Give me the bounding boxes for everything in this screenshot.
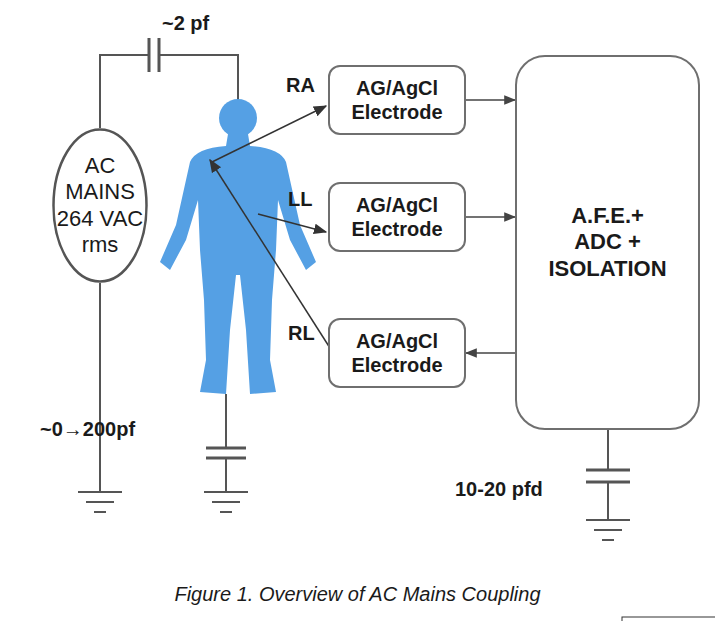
ground-symbol: [586, 520, 630, 540]
signal-arrow: [466, 99, 515, 101]
electrode-box: AG/AgCl Electrode: [328, 65, 466, 135]
human-head: [219, 99, 257, 137]
node-text: A.F.E.+ ADC + ISOLATION: [545, 203, 670, 282]
page-frame: [622, 617, 715, 621]
capacitance-label: ~0→200pf: [40, 418, 135, 441]
ground-symbol: [78, 492, 122, 512]
wire: [607, 430, 609, 520]
capacitor-symbol: [206, 448, 246, 458]
node-text: AG/AgCl Electrode: [334, 329, 460, 377]
capacitor-symbol: [586, 470, 630, 482]
mains-source: AC MAINS 264 VAC rms: [52, 128, 148, 283]
leader-arrow: [258, 214, 326, 232]
node-text: AC MAINS 264 VAC rms: [56, 153, 144, 259]
signal-arrow: [466, 216, 515, 218]
human-figure: [160, 134, 316, 394]
node-text: AG/AgCl Electrode: [334, 193, 460, 241]
lead-name: LL: [288, 188, 312, 211]
capacitance-label: 10-20 pfd: [455, 478, 543, 501]
leader-arrow: [210, 160, 330, 348]
electrode-box: AG/AgCl Electrode: [328, 318, 466, 388]
wire: [100, 55, 238, 128]
lead-name: RA: [286, 74, 315, 97]
figure-caption: Figure 1. Overview of AC Mains Coupling: [0, 583, 715, 606]
ground-symbol: [204, 492, 248, 512]
electrode-box: AG/AgCl Electrode: [328, 182, 466, 252]
wire: [99, 283, 101, 492]
capacitance-label: ~2 pf: [162, 12, 209, 35]
lead-name: RL: [288, 322, 315, 345]
leader-arrow: [212, 106, 326, 162]
wire: [225, 394, 227, 492]
afe-box: A.F.E.+ ADC + ISOLATION: [515, 55, 700, 430]
signal-arrow: [466, 352, 515, 354]
capacitor-symbol: [149, 38, 159, 72]
node-text: AG/AgCl Electrode: [334, 76, 460, 124]
